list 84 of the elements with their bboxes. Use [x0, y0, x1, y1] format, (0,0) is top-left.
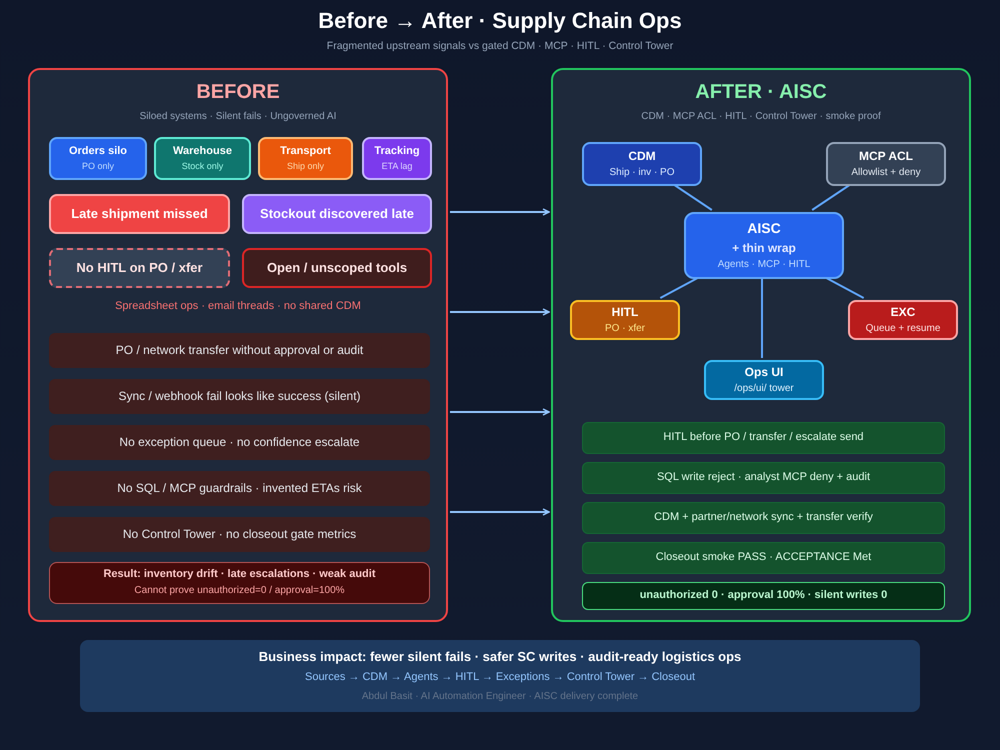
- credit-text: Abdul Basit · AI Automation Engineer · AISC delivery complete: [360, 690, 640, 704]
- result-box: [49, 562, 430, 604]
- panel-heading: AFTER · AISC: [694, 80, 828, 105]
- outcome-row: [582, 462, 945, 494]
- node-subtitle: Cannot prove unauthorized=0 / approval=100%: [133, 585, 346, 598]
- system-box: [49, 137, 147, 180]
- node-text: No HITL on PO / xfer: [75, 260, 204, 276]
- node-note: Agents · MCP · HITL: [716, 259, 812, 272]
- component-box: [570, 300, 680, 340]
- arrow: [450, 408, 550, 416]
- diagram-subtitle: Fragmented upstream signals vs gated CDM · MCP · HITL · Control Tower: [326, 40, 674, 52]
- system-box: [154, 137, 251, 180]
- component-box: [582, 142, 702, 186]
- problem-box: [242, 194, 432, 234]
- node-title: EXC: [890, 304, 916, 320]
- node-title: AISC: [746, 220, 782, 237]
- node-title: HITL: [610, 304, 640, 320]
- issue-row: [49, 471, 430, 506]
- diagram-title: Before → After · Supply Chain Ops: [318, 8, 682, 34]
- node-subtitle: + thin wrap: [731, 241, 797, 256]
- problem-box: [49, 194, 230, 234]
- connector-line: [824, 276, 864, 299]
- node-title: Warehouse: [172, 144, 233, 158]
- node-text: No SQL / MCP guardrails · invented ETAs risk: [116, 481, 363, 496]
- node-title: Orders silo: [68, 144, 128, 158]
- connector-line: [672, 183, 712, 211]
- node-text: Closeout smoke PASS · ACCEPTANCE Met: [654, 551, 872, 565]
- hub-box: [684, 212, 844, 279]
- node-subtitle: Ship only: [286, 161, 326, 172]
- impact-banner: [80, 640, 920, 712]
- component-box: [704, 360, 824, 400]
- node-text: Late shipment missed: [70, 206, 209, 222]
- arrow: [450, 508, 550, 516]
- problem-note: Spreadsheet ops · email threads · no shared CDM: [115, 300, 361, 312]
- node-subtitle: Stock only: [180, 161, 224, 172]
- banner-heading: Business impact: fewer silent fails · safer SC writes · audit-ready logistics ops: [258, 648, 742, 665]
- panel: [551, 68, 971, 622]
- issue-row: [49, 379, 430, 414]
- connector-line: [660, 276, 700, 299]
- gap-box: [49, 248, 230, 288]
- outcome-row: [582, 422, 945, 454]
- node-subtitle: ETA lag: [380, 161, 414, 172]
- node-subtitle: Allowlist + deny: [850, 166, 922, 180]
- node-text: Sync / webhook fail looks like success (silent): [117, 389, 362, 404]
- issue-row: [49, 517, 430, 552]
- system-box: [362, 137, 432, 180]
- node-title: CDM: [627, 148, 657, 164]
- node-text: SQL write reject · analyst MCP deny + audit: [656, 471, 872, 485]
- connector-line: [761, 277, 763, 358]
- component-box: [826, 142, 946, 186]
- node-subtitle: /ops/ui/ tower: [733, 382, 795, 396]
- gap-box: [242, 248, 432, 288]
- node-text: HITL before PO / transfer / escalate send: [662, 431, 865, 445]
- system-box: [258, 137, 353, 180]
- node-text: Open / unscoped tools: [266, 260, 408, 276]
- panel: [28, 68, 448, 622]
- arrow: [450, 308, 550, 316]
- node-title: MCP ACL: [858, 148, 914, 164]
- node-title: Tracking: [373, 144, 421, 158]
- node-title: Transport: [279, 144, 332, 158]
- metrics-row: [582, 582, 945, 610]
- node-text: PO / network transfer without approval or audit: [114, 343, 364, 358]
- node-text: unauthorized 0 · approval 100% · silent writes 0: [638, 589, 888, 603]
- node-subtitle: PO only: [80, 161, 115, 172]
- node-text: No Control Tower · no closeout gate metrics: [122, 527, 358, 542]
- node-text: Stockout discovered late: [259, 206, 415, 222]
- node-subtitle: Ship · inv · PO: [608, 166, 676, 180]
- panel-subtitle: CDM · MCP ACL · HITL · Control Tower · smoke proof: [640, 111, 882, 124]
- node-title: Ops UI: [744, 364, 784, 380]
- outcome-row: [582, 542, 945, 574]
- node-subtitle: PO · xfer: [604, 322, 646, 336]
- node-text: No exception queue · no confidence escalate: [118, 435, 361, 450]
- component-box: [848, 300, 958, 340]
- arrow: [450, 208, 550, 216]
- outcome-row: [582, 502, 945, 534]
- node-title: Result: inventory drift · late escalations · weak audit: [102, 568, 376, 582]
- node-subtitle: Queue + resume: [864, 322, 942, 336]
- issue-row: [49, 333, 430, 368]
- issue-row: [49, 425, 430, 460]
- flow-text: Sources → CDM → Agents → HITL → Exceptions → Control Tower → Closeout: [304, 671, 696, 685]
- panel-subtitle: Siloed systems · Silent fails · Ungoverned AI: [138, 111, 338, 124]
- connector-line: [812, 183, 852, 211]
- node-text: CDM + partner/network sync + transfer verify: [653, 511, 874, 525]
- panel-heading: BEFORE: [195, 80, 281, 105]
